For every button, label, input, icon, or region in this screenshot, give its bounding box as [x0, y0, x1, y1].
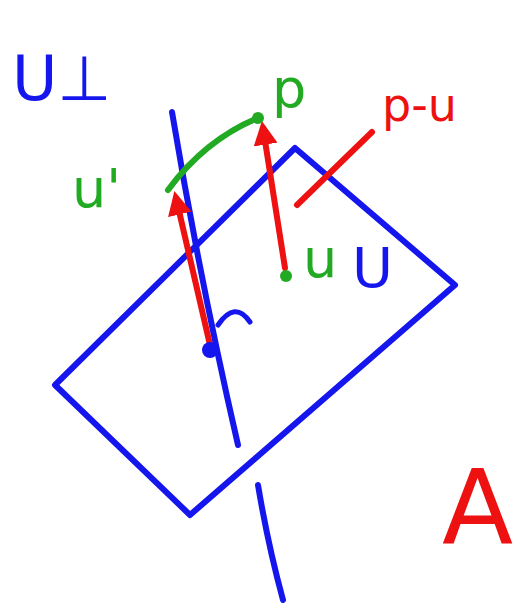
matrix-label: A: [442, 455, 513, 559]
projection-arrow: [176, 198, 210, 345]
normal-line: [172, 112, 238, 445]
subspace-label: U⊥: [12, 48, 111, 110]
point-label: u: [303, 232, 337, 286]
point-dot: [252, 112, 264, 124]
projection-arc: [168, 118, 258, 190]
subspace-label: U: [352, 240, 393, 296]
origin-dot: [202, 342, 218, 358]
point-label: u': [72, 162, 121, 216]
difference-arrow: [263, 128, 285, 268]
point-dot: [280, 270, 292, 282]
plane-outline: [55, 148, 455, 515]
normal-line-below: [258, 485, 283, 600]
right-angle-mark: [218, 312, 250, 325]
vector-label: p-u: [382, 82, 457, 128]
point-label: p: [272, 62, 306, 116]
leader-line: [297, 132, 372, 205]
